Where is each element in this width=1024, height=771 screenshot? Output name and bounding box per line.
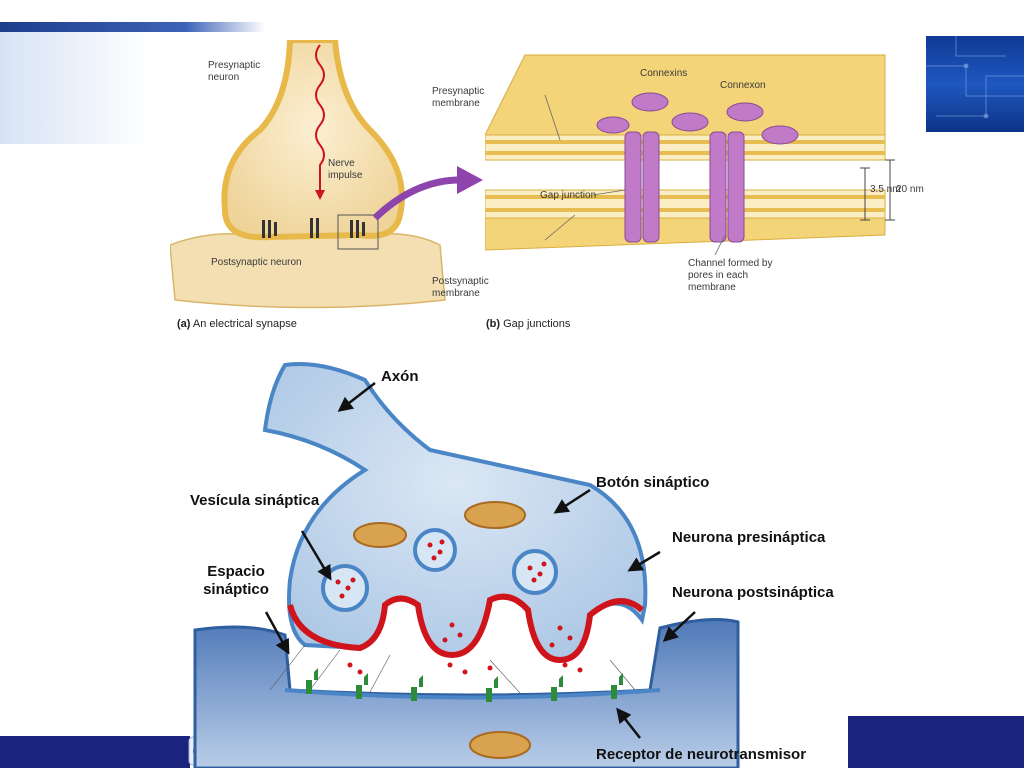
bottom-right-blue-bar	[848, 716, 1024, 768]
postsynaptic-membrane-label: Postsynaptic membrane	[432, 276, 489, 299]
presynaptic-membrane-label: Presynaptic membrane	[432, 86, 485, 109]
gap-junction-label: Gap junction	[540, 190, 597, 201]
postsynaptic-neuron-es-label: Neurona postsináptica	[672, 584, 834, 601]
zoom-arrow	[372, 166, 483, 221]
connexin-rosettes	[596, 92, 799, 145]
caption-b-letter: (b)	[486, 318, 501, 330]
caption-b: (b) Gap junctions	[486, 318, 570, 330]
presynaptic-neuron-label: Presynaptic neuron	[208, 60, 261, 83]
zoom-box	[337, 214, 379, 250]
nerve-impulse-label: Nerve impulse	[328, 158, 363, 181]
top-left-accent-band	[0, 22, 265, 32]
neurotransmitter-receptor-label: Receptor de neurotransmisor	[596, 746, 807, 763]
gap-junction-illustration	[485, 54, 895, 256]
channel-label: Channel formed by pores in each membrane	[688, 258, 773, 293]
electrical-synapse-illustration	[170, 40, 446, 309]
connexon-label: Connexon	[720, 80, 766, 91]
top-right-blue-panel	[926, 36, 1024, 132]
nerve-impulse-arrow	[315, 44, 325, 195]
caption-a-text: An electrical synapse	[192, 318, 297, 330]
synaptic-vesicle-label: Vesícula sináptica	[190, 492, 320, 509]
neurotransmitter-receptors	[300, 668, 623, 702]
total-size-label: 20 nm	[896, 184, 924, 195]
caption-a-letter: (a)	[177, 318, 191, 330]
synaptic-space-label: Espacio sináptico	[203, 563, 269, 598]
bottom-left-blue-bar	[0, 736, 190, 768]
top-left-gradient-panel	[0, 32, 150, 144]
synaptic-vesicles	[321, 528, 558, 612]
neurotransmitter-dots	[335, 539, 583, 675]
presynaptic-active-zone	[287, 593, 645, 664]
presynaptic-neuron-shape	[221, 40, 405, 241]
chemical-synapse-illustration	[193, 362, 740, 768]
connexon-channels	[624, 131, 745, 243]
caption-a: (a) An electrical synapse	[177, 318, 297, 330]
axon-label: Axón	[381, 368, 419, 385]
connexins-label: Connexins	[640, 68, 688, 79]
gap-junction-markers	[262, 218, 365, 238]
mitochondria	[353, 501, 531, 759]
circuit-pattern	[926, 36, 1024, 119]
synaptic-button-label: Botón sináptico	[596, 474, 710, 491]
caption-b-text: Gap junctions	[503, 318, 571, 330]
gap-size-label: 3.5 nm	[870, 184, 901, 195]
postsynaptic-neuron-label: Postsynaptic neuron	[211, 257, 302, 268]
dimension-marks	[860, 159, 895, 221]
presynaptic-neuron-es-label: Neurona presináptica	[672, 529, 826, 546]
